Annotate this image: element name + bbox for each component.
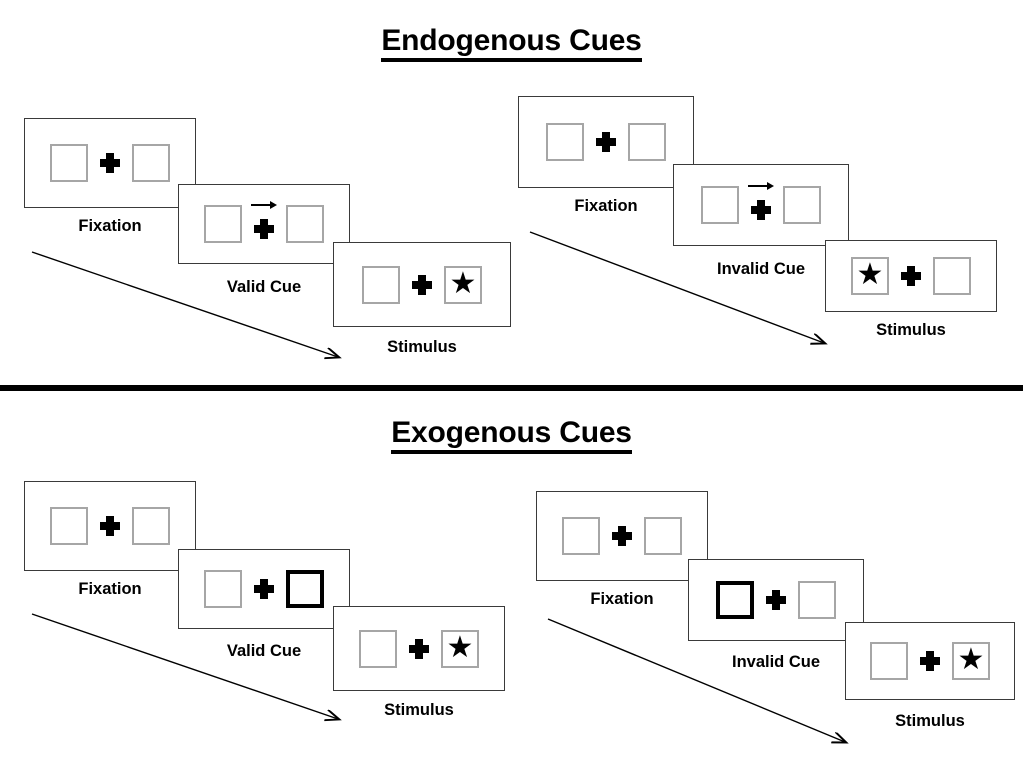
fixation-cross-icon (254, 219, 274, 239)
placeholder-box-right (644, 517, 682, 555)
placeholder-box-right (286, 205, 324, 243)
frame-endogenous-invalid-cue (673, 164, 849, 246)
stage-label-valid-cue: Valid Cue (226, 642, 302, 660)
center-column (400, 259, 444, 311)
box-row: ★ (359, 623, 479, 675)
stage-label-fixation: Fixation (574, 197, 638, 215)
center-column (397, 623, 441, 675)
placeholder-box-left (359, 629, 397, 668)
placeholder-box-left (546, 123, 584, 161)
placeholder-box-right (798, 581, 836, 619)
box-row: ★ (362, 259, 482, 311)
placeholder-box-right-cued (286, 570, 324, 608)
placeholder-box-left (204, 570, 242, 608)
placeholder-box-right (628, 123, 666, 161)
target-star-icon: ★ (856, 258, 884, 291)
frame-exogenous-valid-stimulus: ★ (333, 606, 505, 691)
fixation-cross-icon (596, 132, 616, 152)
stage-label-stimulus: Stimulus (876, 321, 946, 339)
box-row (50, 137, 170, 189)
frame-endogenous-valid-cue (178, 184, 350, 264)
section-title-exogenous-text: Exogenous Cues (391, 416, 632, 454)
center-column (88, 137, 132, 189)
frame-endogenous-valid-fixation (24, 118, 196, 208)
placeholder-box-left (204, 205, 242, 243)
target-star-icon: ★ (449, 266, 477, 300)
box-row (50, 500, 170, 552)
box-row (701, 179, 821, 231)
fixation-cross-icon (409, 638, 429, 659)
fixation-cross-icon (100, 153, 120, 173)
box-row (546, 116, 666, 168)
center-column (889, 250, 933, 302)
section-title-exogenous: Exogenous Cues (0, 416, 1023, 454)
fixation-cross-icon (920, 651, 940, 671)
center-column (242, 563, 286, 615)
placeholder-box-right (933, 257, 971, 295)
frame-endogenous-invalid-fixation (518, 96, 694, 188)
frame-exogenous-invalid-cue (688, 559, 864, 641)
frame-exogenous-invalid-stimulus: ★ (845, 622, 1015, 700)
center-column (242, 198, 286, 250)
box-row (204, 198, 324, 250)
placeholder-box-left (50, 144, 88, 182)
cue-arrow-right-icon (251, 200, 277, 210)
fixation-cross-icon (751, 200, 771, 220)
placeholder-box-left (701, 186, 739, 224)
section-title-endogenous-text: Endogenous Cues (381, 24, 642, 62)
cue-arrow-right-icon (748, 181, 774, 191)
fixation-cross-icon (412, 274, 432, 295)
center-column (600, 510, 644, 562)
stage-label-stimulus: Stimulus (387, 338, 457, 356)
target-star-icon: ★ (446, 630, 474, 664)
stage-label-invalid-cue: Invalid Cue (731, 653, 821, 671)
frame-exogenous-invalid-fixation (536, 491, 708, 581)
placeholder-box-left (50, 507, 88, 545)
center-column (908, 635, 952, 687)
fixation-cross-icon (100, 516, 120, 536)
fixation-cross-icon (766, 590, 786, 610)
stage-label-stimulus: Stimulus (384, 701, 454, 719)
frame-endogenous-invalid-stimulus: ★ (825, 240, 997, 312)
section-title-endogenous: Endogenous Cues (0, 24, 1023, 62)
frame-endogenous-valid-stimulus: ★ (333, 242, 511, 327)
placeholder-box-left-cued (716, 581, 754, 619)
stage-label-stimulus: Stimulus (895, 712, 965, 730)
frame-exogenous-valid-cue (178, 549, 350, 629)
stage-label-valid-cue: Valid Cue (226, 278, 302, 296)
placeholder-box-left (362, 265, 400, 304)
stage-label-invalid-cue: Invalid Cue (716, 260, 806, 278)
placeholder-box-left (562, 517, 600, 555)
placeholder-box-left: ★ (851, 257, 889, 295)
center-column (754, 574, 798, 626)
placeholder-box-right: ★ (952, 642, 990, 680)
stage-label-fixation: Fixation (590, 590, 654, 608)
fixation-cross-icon (254, 579, 274, 599)
placeholder-box-right: ★ (441, 629, 479, 668)
placeholder-box-right (783, 186, 821, 224)
stage-label-fixation: Fixation (78, 217, 142, 235)
box-row (204, 563, 324, 615)
box-row: ★ (870, 635, 990, 687)
box-row (716, 574, 836, 626)
target-star-icon: ★ (957, 643, 985, 676)
stage-label-fixation: Fixation (78, 580, 142, 598)
fixation-cross-icon (612, 526, 632, 546)
placeholder-box-left (870, 642, 908, 680)
placeholder-box-right (132, 507, 170, 545)
frame-exogenous-valid-fixation (24, 481, 196, 571)
center-column (739, 179, 783, 231)
placeholder-box-right (132, 144, 170, 182)
fixation-cross-icon (901, 266, 921, 286)
placeholder-box-right: ★ (444, 265, 482, 304)
center-column (584, 116, 628, 168)
section-divider (0, 385, 1023, 391)
center-column (88, 500, 132, 552)
box-row: ★ (851, 250, 971, 302)
box-row (562, 510, 682, 562)
